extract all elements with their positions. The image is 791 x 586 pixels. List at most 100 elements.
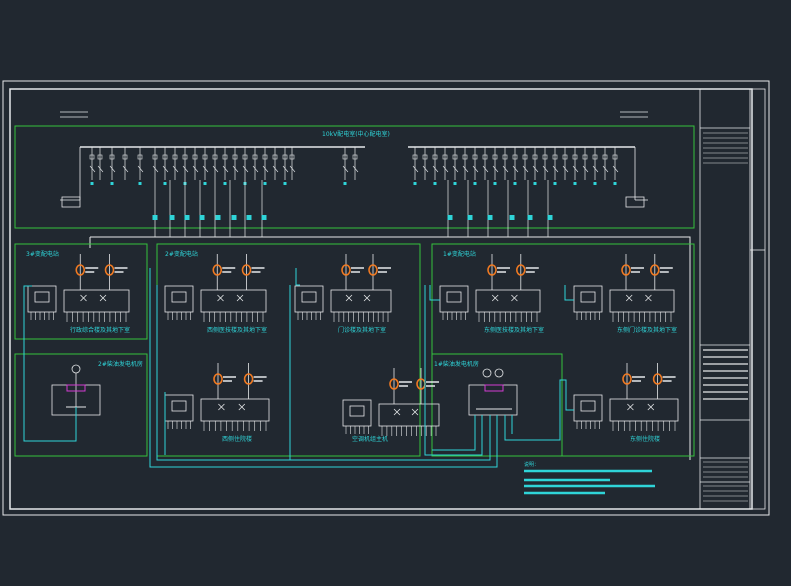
transformer-symbol xyxy=(241,264,252,276)
distribution-main-line xyxy=(90,236,691,460)
feeder-switch xyxy=(162,165,169,173)
feeder-switch xyxy=(172,165,179,173)
feeder-breaker xyxy=(282,154,288,160)
feeder-breaker xyxy=(89,154,95,160)
transformer-symbol xyxy=(389,378,399,390)
feeder-marker xyxy=(152,215,158,220)
feeder-breaker xyxy=(122,154,128,160)
inner-frame xyxy=(9,88,753,510)
transformer-symbol xyxy=(487,264,497,276)
feeder-breaker xyxy=(602,154,608,160)
feeder-breaker xyxy=(582,154,588,160)
feeder-breaker xyxy=(352,154,358,160)
feeder-marker xyxy=(169,215,175,220)
feeder-breaker xyxy=(572,154,578,160)
feeder-switch xyxy=(289,165,296,173)
switch-cross xyxy=(238,403,246,411)
region-room1 xyxy=(431,243,695,457)
feeder-switch xyxy=(262,165,269,173)
feeder-breaker xyxy=(252,154,258,160)
transformer-core xyxy=(171,291,187,303)
feeder-breaker xyxy=(172,154,178,160)
switch-cross xyxy=(80,294,87,302)
feeder-switch xyxy=(192,165,199,173)
feeder-tag xyxy=(613,182,617,185)
transformer-core xyxy=(349,405,365,417)
feeder-breaker xyxy=(562,154,568,160)
feeder-switch xyxy=(582,165,589,173)
generator-1 xyxy=(468,368,518,416)
transformer-box xyxy=(164,285,194,313)
legend-lines xyxy=(524,469,655,495)
feeder-breaker xyxy=(542,154,548,160)
panel-label-p2: 西侧医技楼及其地下室 xyxy=(207,326,267,334)
feeder-switch xyxy=(502,165,509,173)
feeder-breaker xyxy=(492,154,498,160)
switch-cross xyxy=(511,294,518,302)
panel-label-p5: 东侧门诊楼及其地下室 xyxy=(617,326,677,334)
transformer-core xyxy=(580,400,596,412)
feeder-breaker xyxy=(162,154,168,160)
transformer-symbol xyxy=(243,373,254,385)
feeder-switch xyxy=(612,165,619,173)
feeder-switch xyxy=(562,165,569,173)
feeder-switch xyxy=(282,165,289,173)
switch-cross xyxy=(645,294,652,302)
feeder-breaker xyxy=(192,154,198,160)
feeder-switch xyxy=(602,165,609,173)
feeder-tag xyxy=(553,182,557,185)
feeder-switch xyxy=(242,165,249,173)
switch-cross xyxy=(345,294,353,302)
feeder-breaker xyxy=(97,154,103,160)
feeder-breaker xyxy=(452,154,458,160)
feeder-tag xyxy=(513,182,517,185)
feeder-switch xyxy=(462,165,469,173)
region-room3 xyxy=(14,243,148,340)
feeder-switch xyxy=(442,165,449,173)
feeder-switch xyxy=(472,165,479,173)
transformer-box xyxy=(27,285,57,313)
feeder-breaker xyxy=(212,154,218,160)
transformer-box xyxy=(294,285,324,313)
main-room-region xyxy=(14,125,695,229)
switch-cross xyxy=(627,403,634,411)
feeder-breaker xyxy=(222,154,228,160)
feeder-group xyxy=(89,147,619,237)
room1-label: 1#变配电站 xyxy=(443,250,476,258)
feeder-breaker xyxy=(422,154,428,160)
room3-label: 3#变配电站 xyxy=(26,250,59,258)
feeder-switch xyxy=(152,165,159,173)
feeder-tag xyxy=(90,182,94,185)
feeder-switch xyxy=(272,165,279,173)
switch-cross xyxy=(647,403,655,411)
gen2-label: 2#柴油发电机房 xyxy=(98,360,143,368)
feeder-marker xyxy=(199,215,205,220)
transformer-box xyxy=(342,399,372,427)
feeder-marker xyxy=(261,215,267,220)
region-room2 xyxy=(156,243,421,457)
feeder-marker xyxy=(447,215,453,220)
emergency-wiring xyxy=(23,268,574,468)
feeder-marker xyxy=(215,215,221,220)
switch-cross xyxy=(99,294,107,302)
transformer-core xyxy=(34,291,50,303)
feeder-marker xyxy=(246,215,252,220)
feeder-tag xyxy=(433,182,437,185)
feeder-breaker xyxy=(412,154,418,160)
panel-label-p7: 空调机组主机 xyxy=(352,435,388,443)
feeder-switch xyxy=(532,165,539,173)
transformer-symbol xyxy=(104,264,115,276)
feeder-switch xyxy=(232,165,239,173)
transformer-symbol xyxy=(649,264,660,276)
title-block-rows xyxy=(703,132,748,502)
feeder-switch xyxy=(89,165,96,173)
feeder-breaker xyxy=(109,154,115,160)
feeder-breaker xyxy=(502,154,508,160)
feeder-breaker xyxy=(152,154,158,160)
feeder-tag xyxy=(223,182,227,185)
switchgear-box xyxy=(378,403,440,427)
feeder-tag xyxy=(593,182,597,185)
switch-cross xyxy=(217,294,224,302)
feeder-switch xyxy=(542,165,549,173)
